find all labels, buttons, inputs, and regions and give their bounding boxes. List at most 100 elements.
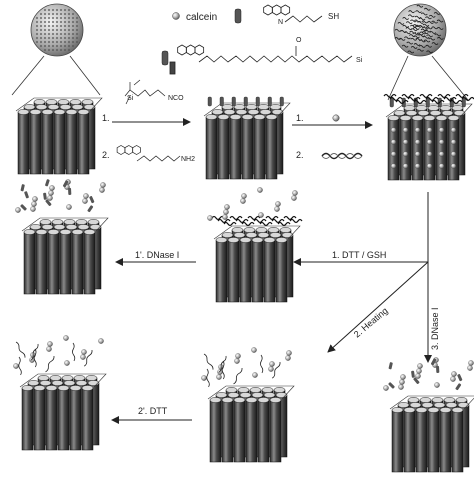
calcein-molecule [390,163,397,169]
acridine-silane-structure: O Si [161,37,363,75]
pore-channel-front [427,409,440,473]
pore-channel-front [423,117,436,181]
cap-fragment [45,199,52,206]
dna-strand [289,218,303,224]
released-calcein [13,363,19,369]
pore-opening [65,109,78,115]
single-strand-dna [15,341,26,358]
calcein-molecule [450,151,457,157]
zoom-lines-right [387,55,469,101]
single-strand-dna [260,354,264,374]
dna-strand [271,218,285,224]
calcein-molecule [414,139,421,145]
pore-channel-front [263,239,276,303]
calcein-molecule [438,163,445,169]
pore-channel-front [391,409,404,473]
pore-opening [221,232,234,238]
anchor-group [219,96,224,107]
pore-opening [407,397,420,403]
cap-fragment [68,187,72,195]
calcein-molecule [402,151,409,157]
pore-opening [29,109,42,115]
single-strand-dna [218,355,227,373]
released-calcein [434,382,440,388]
pore-opening [37,375,50,381]
released-calcein [292,190,298,196]
dna-strand [217,218,231,224]
pore-opening [225,387,238,393]
calcein-molecule [450,127,457,133]
dtt-prime-label: 2'. DTT [138,406,168,416]
load-step1-label: 1. [296,113,304,123]
dna-strand [443,96,457,102]
pore-channel-front [71,231,84,295]
released-calcein [15,207,21,213]
pore-channel-front [415,409,428,473]
silica-block-dtt-released [207,187,303,303]
dna-strand [259,221,273,227]
dna-strand [235,218,249,224]
cap-fragment [24,191,29,199]
pore-opening [49,375,62,381]
pore-opening [21,385,34,391]
pore-channel-front [29,111,42,175]
pore-opening [65,224,78,230]
arrow-loading: 1. 2. [292,113,373,160]
released-calcein [274,206,280,212]
released-calcein [269,361,275,367]
pore-opening [41,224,54,230]
released-calcein [399,379,405,385]
released-calcein [450,376,456,382]
pore-opening [433,402,446,408]
pore-opening [255,227,268,233]
released-calcein [235,353,241,359]
pore-opening [415,407,428,413]
cap-fragment [413,377,420,384]
pore-opening [261,387,274,393]
pore-opening [275,237,288,243]
cap-fragment [430,358,437,366]
pore-opening [399,115,412,121]
pore-opening [241,114,254,120]
calcein-molecule [390,127,397,133]
pore-opening [269,232,282,238]
released-calcein [207,215,213,221]
pore-opening [269,397,282,403]
pore-opening [443,397,456,403]
released-calcein [63,335,69,341]
dna-strand [229,215,243,221]
released-calcein [400,374,406,380]
pore-channel-front [241,116,254,180]
dna-helix-icon [321,152,363,160]
pore-opening [411,115,424,121]
calcein-molecule [450,139,457,145]
pore-channel-front [387,117,400,181]
pore-opening [69,385,82,391]
pore-opening [239,237,252,243]
pore-opening [221,397,234,403]
silica-block-functionalized [203,96,291,180]
anchor-group [243,96,248,107]
single-strand-dna [271,361,281,379]
dna-strand [383,93,397,99]
released-calcein [98,338,104,344]
pore-opening [429,110,442,116]
released-calcein [224,204,230,210]
released-calcein [258,212,264,218]
silica-block-dtt-final [13,335,107,451]
calcein-molecule [426,139,433,145]
released-calcein [467,365,473,371]
pore-opening [257,397,270,403]
pore-opening [39,380,52,386]
pore-channel-front [275,239,288,303]
pore-opening [247,109,260,115]
released-calcein [49,185,55,191]
anchor-group [255,96,260,107]
released-calcein [222,214,228,220]
pore-opening [215,237,228,243]
pore-opening [423,115,436,121]
pore-opening [263,392,276,398]
released-calcein [252,372,258,378]
dna-strand [253,218,267,224]
